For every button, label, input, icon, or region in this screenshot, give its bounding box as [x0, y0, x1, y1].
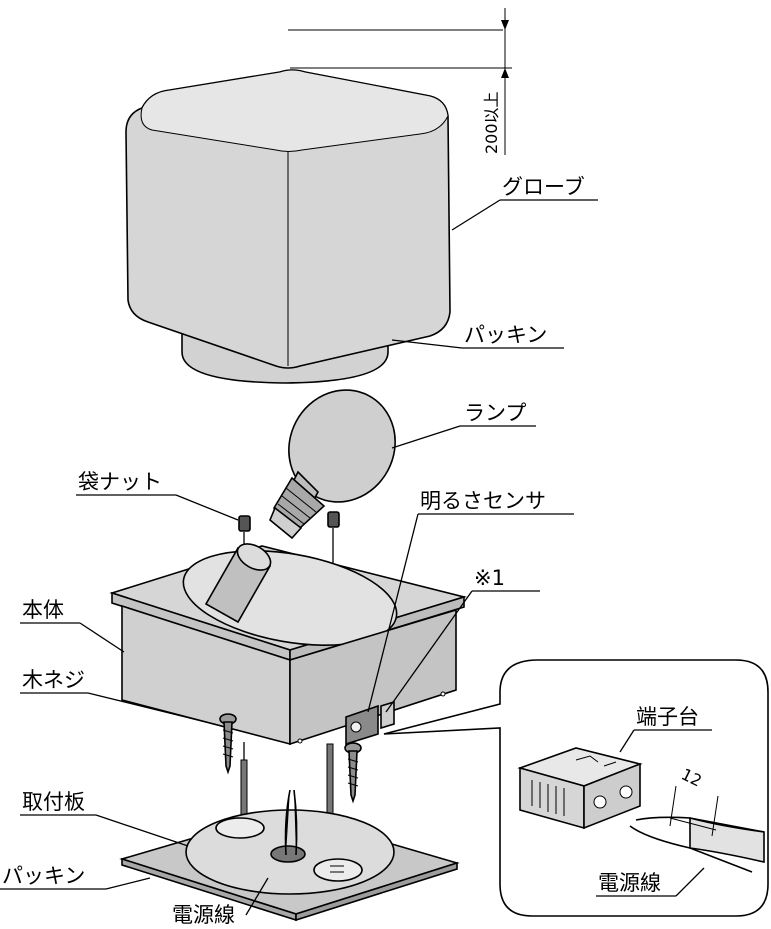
label-power-wire-bottom: 電源線	[172, 903, 235, 927]
label-packing-top: パッキン	[464, 323, 547, 347]
terminal-detail-bubble: 12	[383, 659, 769, 917]
label-note-mark: ※1	[474, 566, 505, 590]
label-wood-screw: 木ネジ	[22, 668, 85, 692]
leader-lines	[0, 199, 712, 916]
label-body: 本体	[22, 598, 64, 622]
label-glove: グローブ	[502, 175, 585, 199]
label-light-sensor: 明るさセンサ	[420, 489, 546, 513]
label-packing-bottom: パッキン	[2, 864, 85, 888]
label-mount-plate: 取付板	[22, 790, 85, 814]
label-power-wire-detail: 電源線	[598, 871, 661, 895]
main-body	[109, 543, 467, 746]
glove	[125, 69, 451, 384]
clearance-dimension: 200以上	[288, 8, 512, 155]
lamp	[269, 389, 396, 540]
clearance-value: 200以上	[482, 91, 501, 154]
labels: グローブ パッキン ランプ 袋ナット 明るさセンサ ※1 本体 木ネジ 取付板 …	[2, 175, 699, 927]
mounting-plate	[119, 789, 460, 922]
label-lamp: ランプ	[464, 401, 526, 425]
label-terminal-block: 端子台	[636, 705, 699, 729]
label-cap-nut: 袋ナット	[78, 470, 162, 494]
wood-screws	[219, 713, 362, 804]
